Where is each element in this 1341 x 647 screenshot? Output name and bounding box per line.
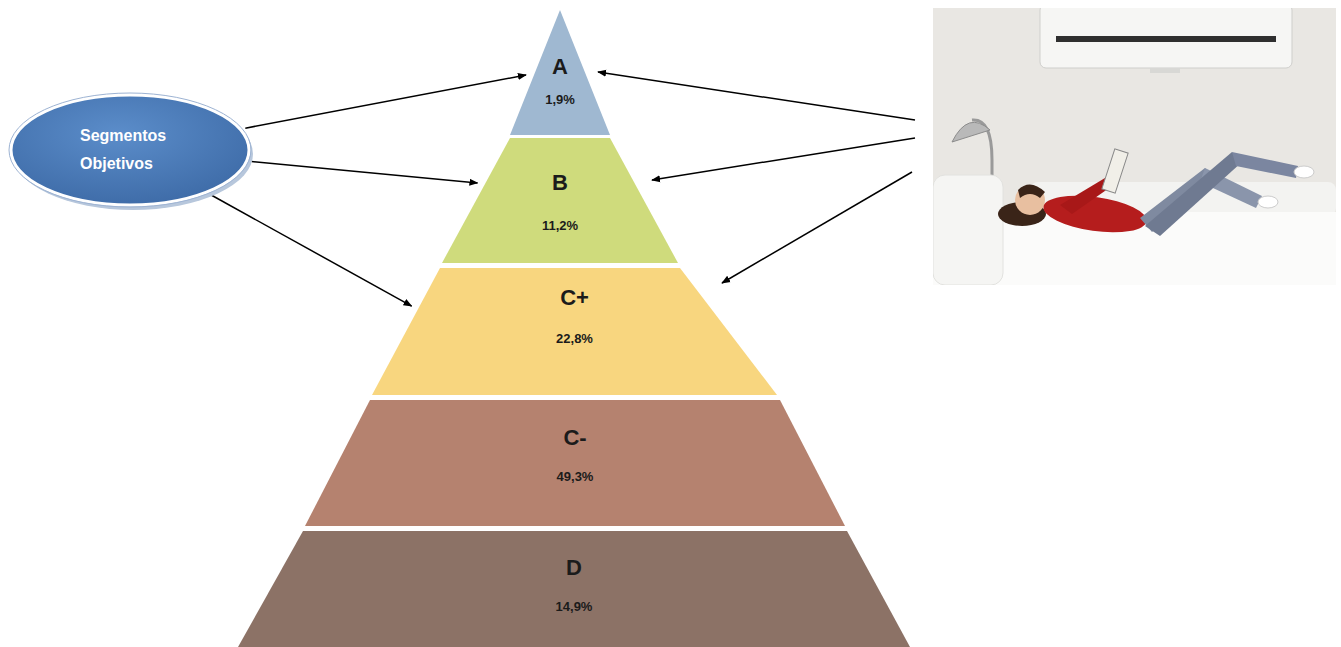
segment-letter: D [566, 555, 582, 581]
oval-fill [11, 95, 249, 205]
segment-share: 1,9% [545, 92, 575, 108]
pyramid-band: A 1,9% [510, 10, 610, 135]
photo-arrow [722, 172, 912, 283]
jeans-lower [1232, 152, 1298, 178]
segment-share: 14,9% [556, 599, 593, 615]
segment-share: 11,2% [542, 218, 578, 234]
text-holder: D 14,9% [238, 531, 910, 647]
segment-share: 49,3% [557, 469, 594, 485]
shape-outline [305, 400, 845, 526]
segment-letter: A [552, 54, 568, 80]
segment-letter: B [552, 170, 568, 196]
segment-letter: C+ [560, 285, 589, 311]
lamp-head [952, 122, 990, 142]
text-holder: C+ 22,8% [372, 268, 777, 395]
connector-arrow [245, 75, 526, 128]
band-fill [372, 268, 777, 395]
text-holder: C- 49,3% [305, 400, 845, 526]
pyramid-band: B 11,2% [440, 138, 680, 263]
pyramid-band: C+ 22,8% [372, 268, 777, 395]
segment-letter: C- [563, 425, 586, 451]
magazine [1102, 149, 1128, 193]
shape-outline [440, 138, 680, 263]
air-conditioner-lip [1150, 68, 1180, 73]
shape-outline [238, 531, 910, 647]
text-holder: Segmentos Objetivos [8, 92, 252, 208]
sock [1294, 166, 1314, 178]
sofa-arm [933, 175, 1003, 285]
pyramid-band: D 14,9% [238, 531, 910, 647]
segment-share: 22,8% [556, 331, 593, 347]
pyramid-band: C- 49,3% [305, 400, 845, 526]
connector-arrow [252, 162, 478, 183]
sock [1258, 196, 1278, 208]
connector-arrow [211, 195, 411, 306]
text-holder: B 11,2% [440, 138, 680, 263]
photo-arrow [652, 138, 915, 180]
jeans-leg [1145, 152, 1242, 236]
oval-rim [9, 93, 251, 207]
segment-oval: Segmentos Objetivos [8, 92, 252, 208]
band-fill [510, 10, 610, 135]
head [1015, 185, 1045, 215]
band-fill [305, 400, 845, 526]
photo [933, 8, 1336, 285]
photo-arrow [598, 72, 915, 120]
hair-top [1018, 184, 1045, 198]
band-fill [238, 531, 910, 647]
band-fill [442, 138, 678, 263]
shape-outline [8, 92, 252, 208]
text-holder: A 1,9% [510, 10, 610, 135]
oval-label: Segmentos Objetivos [80, 122, 180, 178]
air-conditioner-vent [1056, 36, 1276, 42]
air-conditioner [1040, 8, 1292, 68]
